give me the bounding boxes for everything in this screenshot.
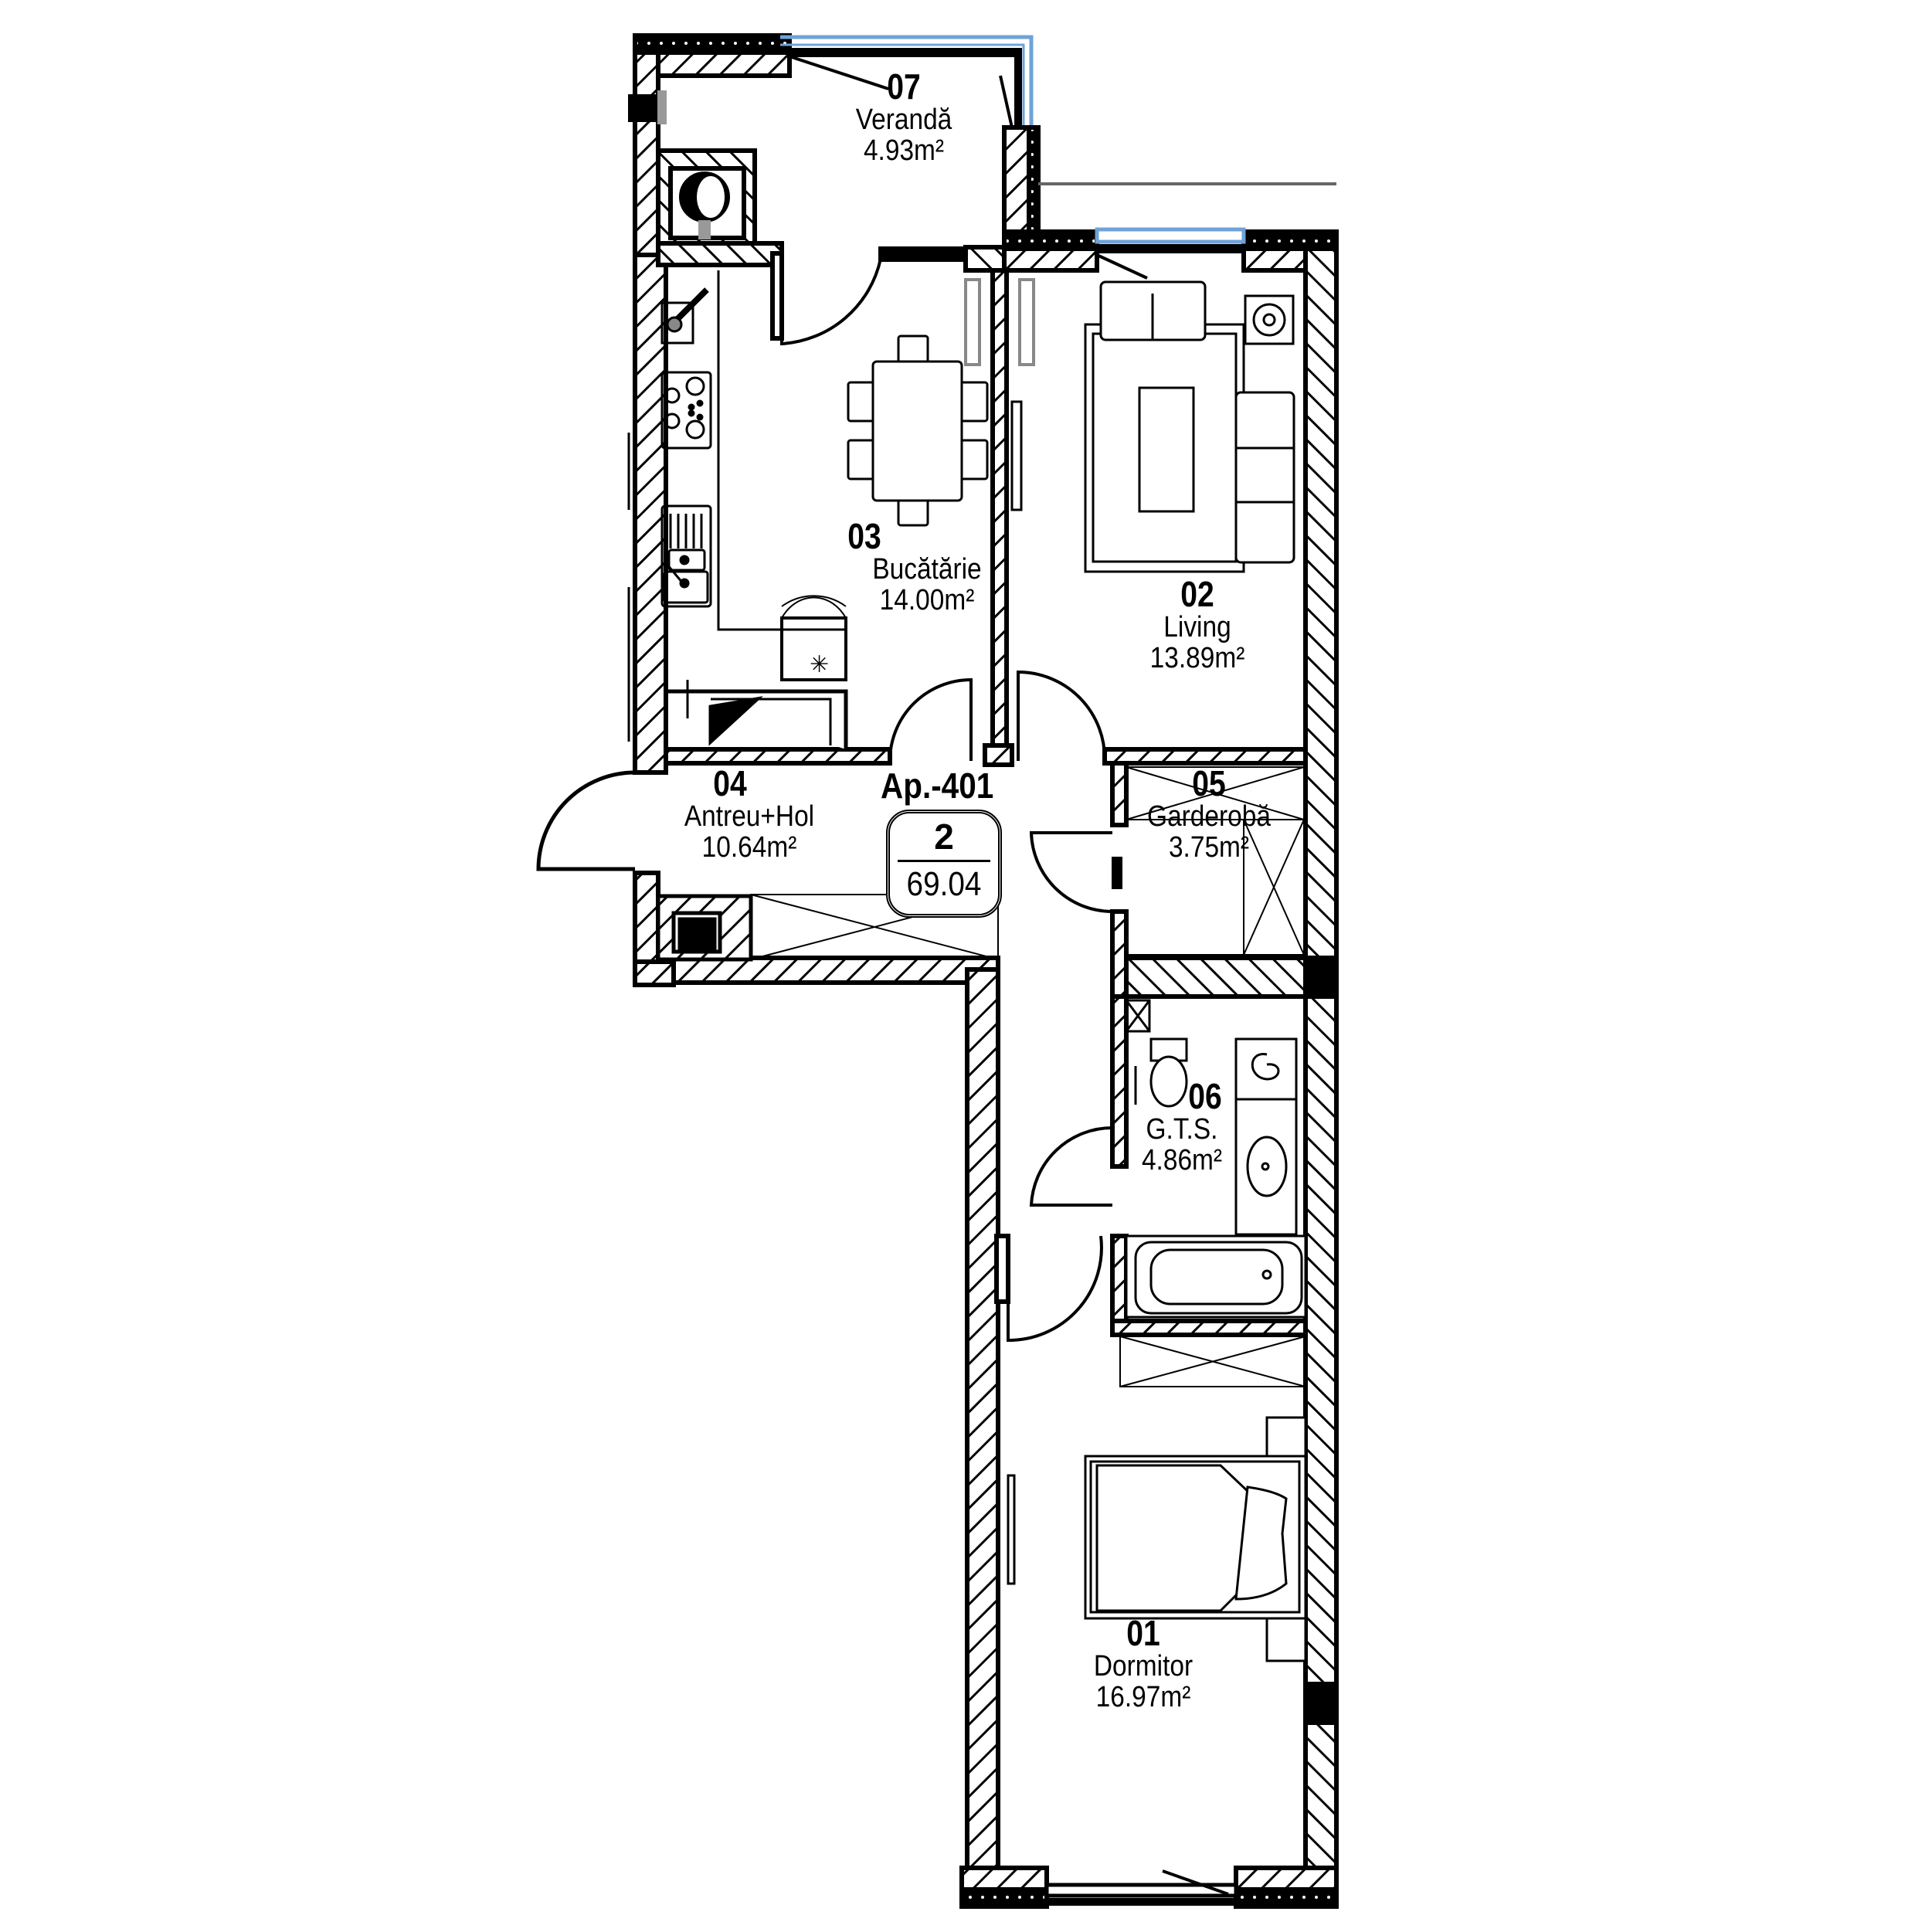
- room-area: 13.89m²: [1149, 642, 1245, 675]
- doors: [536, 258, 1113, 1343]
- washbasin-icon: [1234, 1037, 1298, 1236]
- room-number: 06: [1188, 1076, 1222, 1116]
- apartment-room-count: 2: [898, 813, 990, 862]
- double-bed-icon: [1084, 1416, 1307, 1662]
- stove-hob-icon: [660, 371, 712, 450]
- room-label-living: 02 Living 13.89m²: [1112, 576, 1282, 674]
- wardrobe-storage: [1112, 766, 1305, 959]
- hall-shaft: [656, 894, 753, 962]
- room-label-wardrobe: 05 Garderobă 3.75m²: [1124, 765, 1294, 864]
- room-name: Antreu+Hol: [684, 800, 815, 834]
- apartment-id: Ap.-401: [881, 766, 994, 806]
- bathtub-icon: [1125, 1234, 1307, 1319]
- toilet-icon: [1149, 1037, 1188, 1108]
- room-area: 14.00m²: [879, 584, 975, 617]
- dining-table-icon: [847, 334, 989, 527]
- svg-text:✳: ✳: [810, 652, 829, 677]
- boiler-icon: [660, 287, 709, 345]
- room-name: Garderobă: [1147, 800, 1271, 834]
- room-label-bathroom: 06 G.T.S. 4.86m²: [1124, 1078, 1240, 1177]
- apartment-total-area: 69.04: [906, 865, 982, 903]
- room-label-hall: 04 Antreu+Hol 10.64m²: [657, 765, 842, 864]
- shelving-unit: [964, 278, 1035, 366]
- kitchen-utility-block: [666, 680, 848, 749]
- veranda-boiler-icon: [656, 148, 757, 246]
- room-area: 10.64m²: [701, 831, 797, 864]
- room-number: 01: [1126, 1613, 1160, 1653]
- fridge-icon: ✳: [780, 595, 847, 681]
- washing-machine-icon: [1244, 294, 1295, 345]
- room-name: Verandă: [855, 104, 952, 137]
- room-label-kitchen: 03 Bucătărie 14.00m²: [842, 518, 1012, 616]
- room-number: 02: [1180, 574, 1214, 614]
- kitchen-sink-icon: [660, 504, 712, 608]
- room-name: G.T.S.: [1146, 1113, 1218, 1146]
- bedroom-wardrobe: [1119, 1336, 1306, 1387]
- room-number: 07: [887, 66, 921, 107]
- room-label-bedroom: 01 Dormitor 16.97m²: [1066, 1615, 1221, 1713]
- tv-unit: [1010, 400, 1023, 511]
- bathroom-shaft: [1125, 999, 1151, 1033]
- room-area: 16.97m²: [1095, 1681, 1191, 1714]
- room-name: Bucătărie: [872, 553, 982, 586]
- sofa-icon: [1099, 280, 1295, 564]
- bedroom-tv: [1007, 1474, 1016, 1585]
- room-number: 04: [713, 763, 747, 803]
- apartment-summary-badge: 2 69.04: [886, 810, 1002, 918]
- room-area: 3.75m²: [1168, 831, 1250, 864]
- glazing: [780, 35, 1246, 1906]
- room-number: 05: [1192, 763, 1226, 803]
- room-area: 4.86m²: [1141, 1144, 1223, 1177]
- room-label-verandah: 07 Verandă 4.93m²: [811, 68, 997, 167]
- room-number: 03: [847, 516, 881, 556]
- living-rug: [1084, 323, 1245, 573]
- room-name: Living: [1163, 611, 1231, 644]
- exterior-walls: [627, 33, 1339, 1909]
- room-name: Dormitor: [1093, 1650, 1193, 1683]
- room-area: 4.93m²: [863, 134, 945, 168]
